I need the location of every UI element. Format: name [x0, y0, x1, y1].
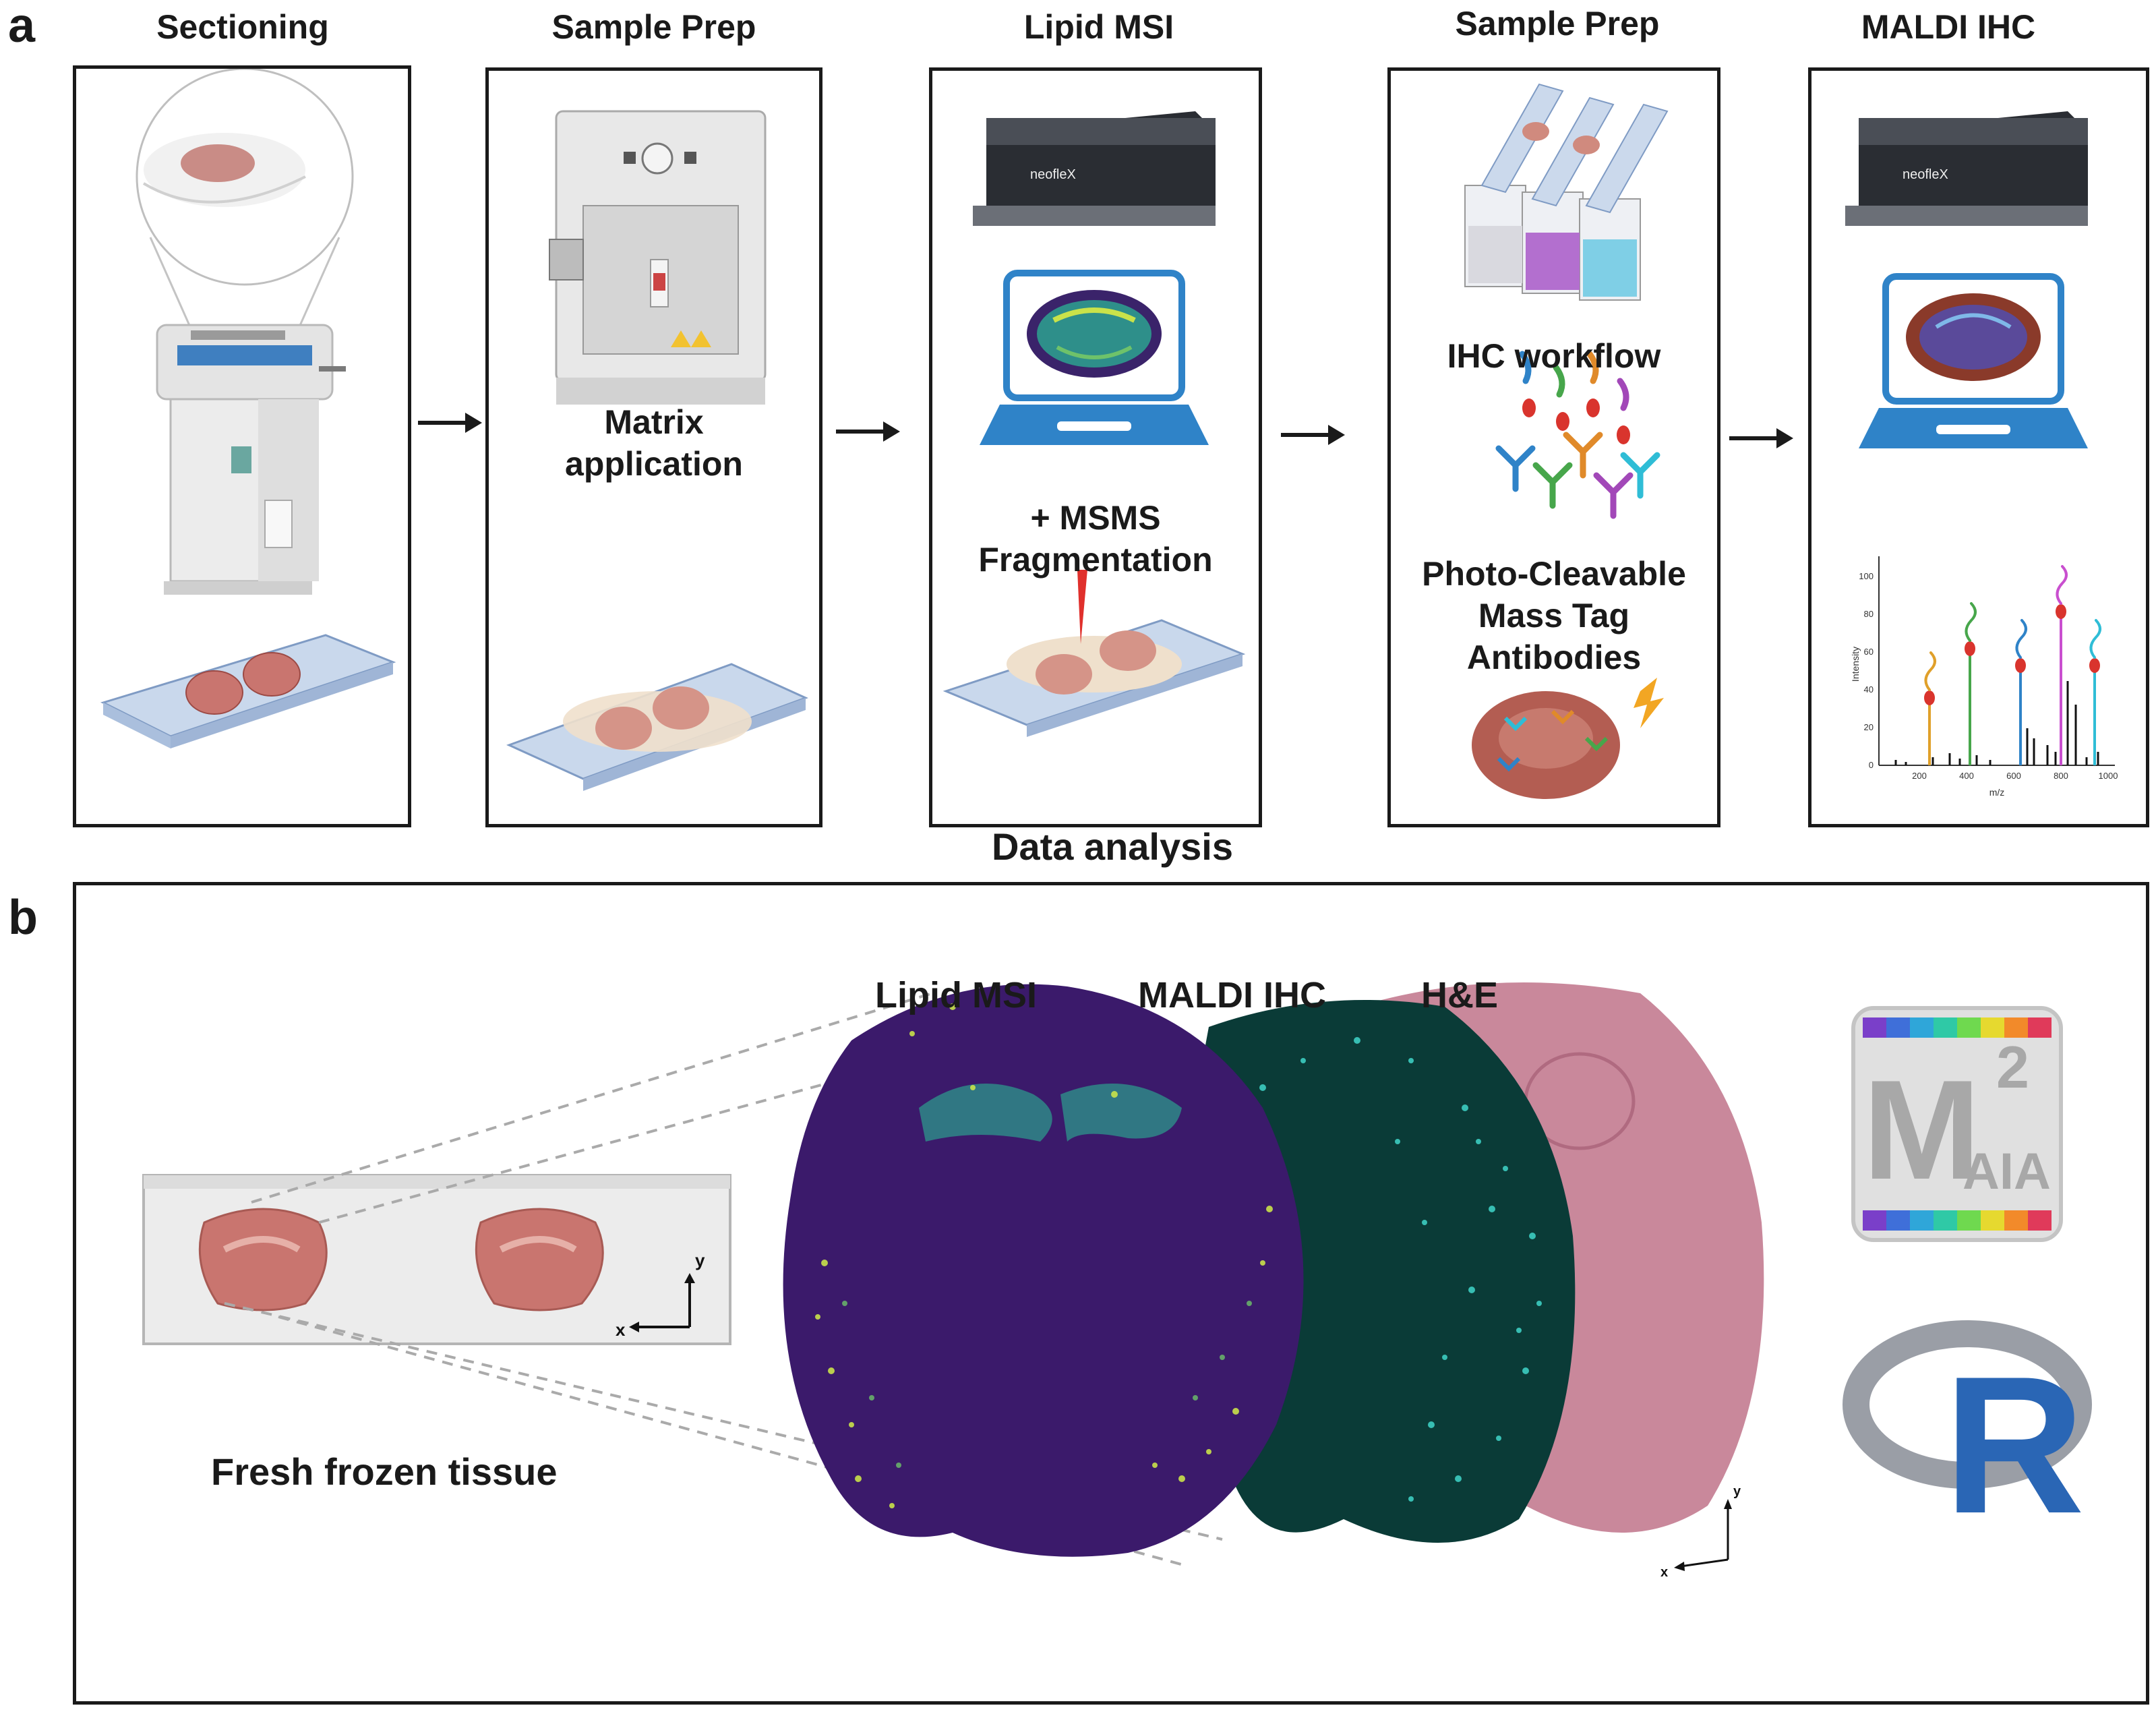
- stack-axis-y: y: [1733, 1484, 1741, 1499]
- sectioning-illustration: [100, 69, 396, 748]
- modality-label-lipid-msi: Lipid MSI: [875, 975, 1037, 1015]
- panel-b-illustration: x y: [142, 982, 2092, 1580]
- panel-a-letter: a: [8, 0, 36, 53]
- spectrum-xtick: 1000: [2099, 771, 2118, 781]
- matrix-caption-line2: application: [565, 445, 743, 483]
- step-title-maldi-ihc: MALDI IHC: [1861, 8, 2036, 46]
- m2aia-logo-suffix: AIA: [1963, 1143, 2051, 1200]
- spectrum-ylabel: Intensity: [1850, 647, 1861, 682]
- stack-axis-x: x: [1660, 1565, 1668, 1580]
- mass-spectrum: 0 20 40 60 80 100 200 400 600 800 1000 m…: [1850, 556, 2118, 798]
- step-box-lipid-msi: neofleX + MSMS Fragmentation: [929, 67, 1262, 827]
- matrix-caption-line1: Matrix: [604, 403, 704, 441]
- antibody-caption-line2: Mass Tag: [1478, 597, 1630, 634]
- spectrum-ytick: 0: [1869, 760, 1874, 770]
- m2aia-logo-letter: M: [1863, 1051, 1981, 1209]
- antibody-caption-line3: Antibodies: [1466, 639, 1642, 676]
- r-logo-letter: R: [1944, 1336, 2085, 1554]
- ihc-workflow-caption: IHC workflow: [1447, 337, 1661, 375]
- slide-axis-x: x: [616, 1320, 626, 1340]
- step-title-lipid-msi: Lipid MSI: [1023, 8, 1174, 46]
- data-analysis-label: Data analysis: [992, 825, 1233, 868]
- m2aia-logo-superscript: 2: [1996, 1034, 2029, 1100]
- spectrum-ytick: 20: [1864, 722, 1874, 732]
- sprayer-illustration: [506, 110, 808, 791]
- tissue-label: Fresh frozen tissue: [211, 1450, 558, 1493]
- slide-axis-y: y: [695, 1250, 705, 1270]
- antibody-caption-line1: Photo-Cleavable: [1422, 555, 1686, 593]
- msms-caption-line1: + MSMS: [1030, 499, 1161, 537]
- step-title-sample-prep-2: Sample Prep: [1455, 5, 1660, 42]
- flow-arrows: [418, 413, 1793, 448]
- lipid-msi-illustration: neofleX: [942, 111, 1246, 737]
- spectrum-ytick: 60: [1864, 647, 1874, 657]
- step-box-maldi-ihc: neofleX 0 20 40 60 80 100 200 400 600 80…: [1808, 67, 2149, 827]
- panel-b-letter: b: [8, 891, 38, 945]
- spectrum-ytick: 80: [1864, 609, 1874, 619]
- ihc-illustration: [1464, 83, 1669, 799]
- step-box-sectioning: [73, 65, 411, 827]
- instrument-label-maldi: neofleX: [1903, 167, 1948, 182]
- spectrum-xlabel: m/z: [1989, 787, 2005, 798]
- spectrum-ytick: 100: [1859, 571, 1874, 581]
- spectrum-xtick: 200: [1912, 771, 1927, 781]
- modality-label-he: H&E: [1421, 975, 1499, 1015]
- spectrum-xtick: 800: [2054, 771, 2068, 781]
- modality-label-maldi-ihc: MALDI IHC: [1138, 975, 1326, 1015]
- spectrum-ytick: 40: [1864, 684, 1874, 695]
- panel-b-frame: x y: [73, 882, 2149, 1705]
- step-title-sectioning: Sectioning: [156, 8, 329, 46]
- msms-caption-line2: Fragmentation: [978, 541, 1213, 579]
- step-box-matrix: Matrix application: [485, 67, 822, 827]
- step-title-sample-prep-1: Sample Prep: [551, 8, 756, 46]
- step-box-ihc: IHC workflow Photo-Cleavable Mass Tag An…: [1387, 67, 1720, 827]
- maldi-ihc-illustration: neofleX: [1845, 111, 2088, 448]
- spectrum-xtick: 600: [2006, 771, 2021, 781]
- instrument-label-lipid: neofleX: [1030, 167, 1076, 182]
- spectrum-xtick: 400: [1959, 771, 1974, 781]
